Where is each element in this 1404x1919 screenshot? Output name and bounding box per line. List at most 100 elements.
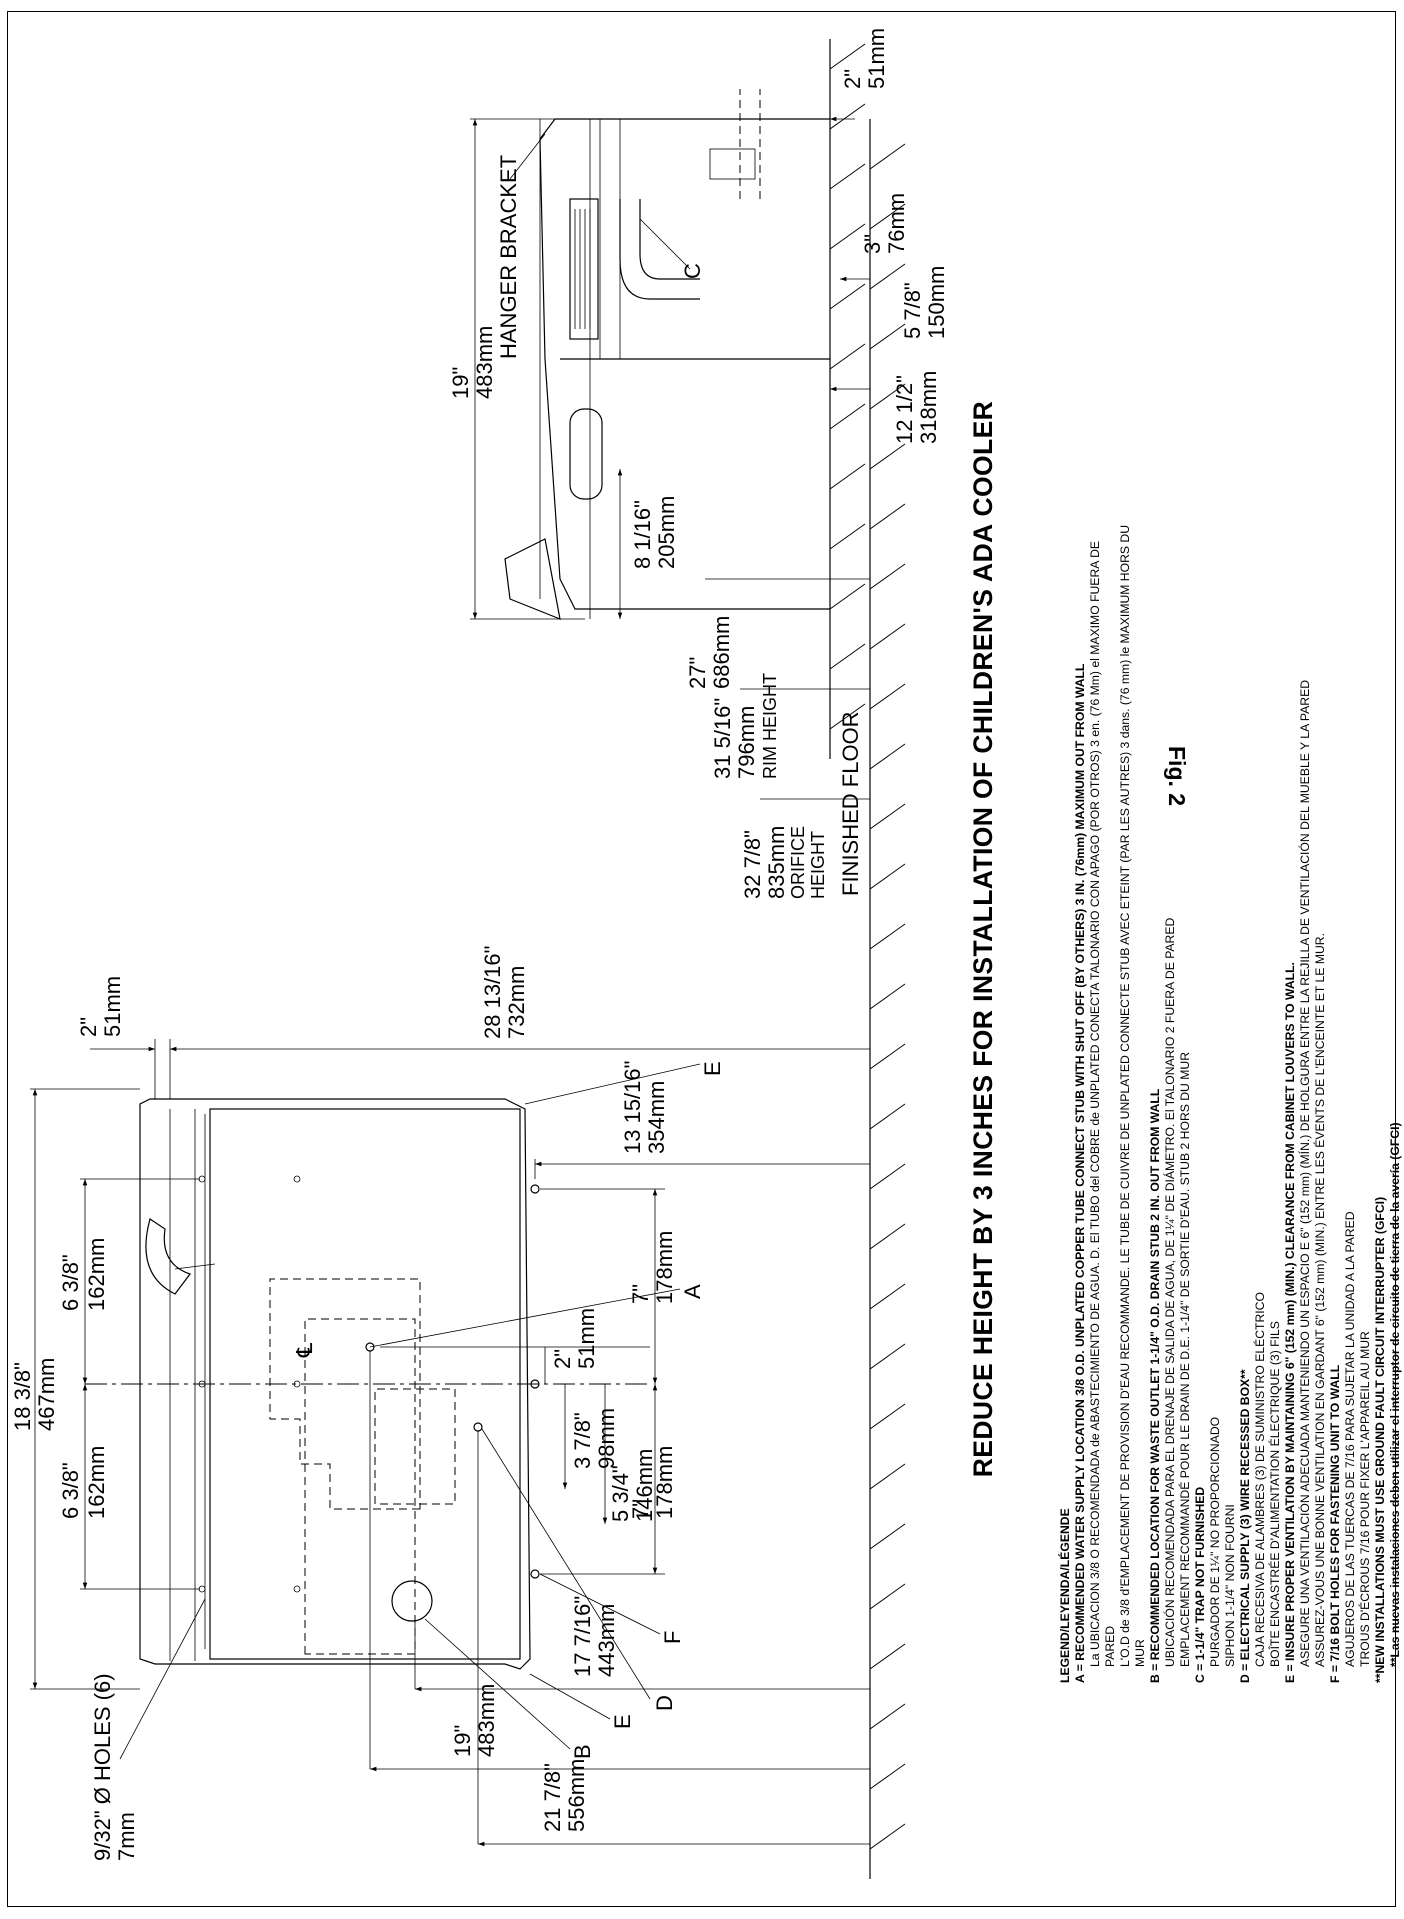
trap-c [619,199,700,300]
legend-line: L'O.D de 3/8 d'EMPLACEMENT DE PROVISION … [1118,524,1132,1667]
legend-line: **NEW INSTALLATIONS MUST USE GROUND FAUL… [1373,1196,1387,1683]
dim-supply-h-in: 19" [450,1725,475,1757]
bolt-hole-f-right [530,1184,540,1194]
dim-pipe-offset-mm: 51mm [864,28,889,89]
dim-unit-width-mm: 467mm [34,1358,59,1431]
callout-e-left: E [610,1714,635,1729]
dim-half-left-mm: 162mm [84,1446,109,1519]
legend-line: MUR [1133,1639,1147,1667]
front-dimensions: 18 3/8" 467mm 6 3/8" 162mm 6 3/8" 162mm … [10,946,870,1861]
hanger-bracket-label: HANGER BRACKET [496,155,521,359]
dim-a-offset-in: 2" [550,1349,575,1369]
dim-box-h-in: 21 7/8" [540,1763,565,1832]
dim-drain-side-mm: 150mm [924,266,949,339]
dim-a-offset-mm: 51mm [574,1308,599,1369]
dim-hole-right-in: 7" [628,1284,653,1304]
legend-line: SIPHON 1-1/4" NON FOURNI [1223,1504,1237,1667]
holes-label: 9/32" Ø HOLES (6) [90,1673,115,1861]
legend-line: TROUS D'ÉCROUS 7/16 POUR FIXER L'APPAREI… [1358,1331,1372,1667]
figure-caption: Fig. 2 [1164,746,1190,807]
dim-pipe-offset-in: 2" [840,69,865,89]
front-cabinet [139,1098,531,1670]
side-cabinet [539,118,830,610]
dim-rim-mm: 796mm [734,706,759,779]
waste-outlet-b [391,1580,433,1622]
dim-half-right-mm: 162mm [84,1238,109,1311]
dim-unit-width-in: 18 3/8" [10,1362,35,1431]
dim-b-offset-in: 3 7/8" [570,1412,595,1469]
dim-top-offset-mm: 51mm [100,976,125,1037]
dim-front-depth-mm: 205mm [654,496,679,569]
dim-bottom-h-mm: 318mm [916,371,941,444]
dim-trap-drop-in: 3" [860,234,885,254]
dim-height-27-in: 27" [685,657,710,689]
legend-line: La UBICACION 3/8 O RECOMENDADA de ABASTE… [1088,540,1102,1667]
callout-d: D [652,1695,677,1711]
bolt-hole-f-left [530,1569,540,1579]
dashed-tank [304,1318,416,1655]
side-bubbler [504,538,561,620]
callout-f: F [660,1631,685,1644]
dashed-electrical-box [374,1388,456,1505]
legend-line: ASSUREZ-VOUS UNE BONNE VENTILATION EN GA… [1313,933,1327,1667]
dim-drain-side-in: 5 7/8" [900,282,925,339]
dim-rim-in: 31 5/16" [710,698,735,779]
legend-line: EMPLACEMENT RECOMMANDÉ POUR LE DRAIN DE … [1178,1051,1192,1667]
front-view: ℄ [85,1098,650,1670]
dim-orifice-in: 32 7/8" [740,830,765,899]
page-frame [7,11,1396,1907]
legend-line: E = INSURE PROPER VENTILATION BY MAINTAI… [1283,962,1297,1683]
dim-hole-height-mm: 354mm [644,1081,669,1154]
callout-a: A [680,1284,705,1299]
dashed-waste-area [269,1278,421,1510]
finished-floor-label: FINISHED FLOOR [838,711,863,896]
dim-d-offset-in: 5 3/4" [608,1465,633,1522]
callout-e-right: E [700,1061,725,1076]
finished-floor-line [869,119,906,1879]
dim-side-width-mm: 483mm [472,326,497,399]
dim-orifice-mm: 835mm [764,826,789,899]
orifice-label: ORIFICE [788,826,808,899]
legend-line: F = 7/16 BOLT HOLES FOR FASTENING UNIT T… [1328,1364,1342,1683]
side-dimensions: 19" 483mm HANGER BRACKET 2" 51mm 3" 76mm… [448,28,949,899]
legend-line: BOÎTE ENCASTRÉE D'ALIMENTATION ÉLECTRIQU… [1268,1321,1282,1667]
legend-line: C = 1-1/4" TRAP NOT FURNISHED [1193,1486,1207,1683]
legend-line: ASEGURE UNA VENTILACIÓN ADECUADA MANTENI… [1298,679,1312,1667]
dim-box-h-mm: 556mm [564,1759,589,1832]
dim-b-offset-mm: 98mm [594,1408,619,1469]
legend-line: LEGEND/LEYENDA/LÉGENDE [1058,1508,1072,1683]
louvers [569,198,599,340]
dim-hole-left-mm: 178mm [652,1446,677,1519]
electric-point-d [473,1422,483,1432]
side-view [504,39,866,759]
dim-side-width-in: 19" [448,367,473,399]
drawing-title: REDUCE HEIGHT BY 3 INCHES FOR INSTALLATI… [968,400,998,1478]
legend-line: D = ELECTRICAL SUPPLY (3) WIRE RECESSED … [1238,1369,1252,1683]
dim-height-27-mm: 686mm [709,616,734,689]
legend-line: AGUJEROS DE LAS TUERCAS DE 7/16 PARA SUJ… [1343,1211,1357,1667]
dim-hole-height-in: 13 15/16" [620,1061,645,1154]
dim-overall-height-in: 28 13/16" [480,946,505,1039]
legend-line: B = RECOMMENDED LOCATION FOR WASTE OUTLE… [1148,1088,1162,1683]
dim-overall-height-mm: 732mm [504,966,529,1039]
dim-half-right-in: 6 3/8" [58,1254,83,1311]
dim-hole-left-in: 7" [628,1499,653,1519]
legend-line: PURGADOR DE 1¼" NO PROPORCIONADO [1208,1416,1222,1667]
push-button [569,408,603,500]
rim-height-label: RIM HEIGHT [760,673,780,779]
legend-line: CAJA RECESIVA DE ALAMBRES (3) DE SUMINIS… [1253,1292,1267,1667]
legend-line: UBICACIÓN RECOMENDADA PARA EL DRENAJE DE… [1163,917,1177,1667]
callout-c: C [680,263,705,279]
height-label: HEIGHT [808,831,828,899]
dim-front-depth-in: 8 1/16" [630,500,655,569]
legend-line: A = RECOMMENDED WATER SUPPLY LOCATION 3/… [1073,663,1087,1683]
legend-line: **Las nuevas instalaciones deben utiliza… [1388,1122,1402,1667]
dim-half-left-in: 6 3/8" [58,1462,83,1519]
dim-top-offset-in: 2" [76,1017,101,1037]
callout-b: B [570,1744,595,1759]
legend-line: PARED [1103,1625,1117,1667]
bubbler-spout [145,1218,191,1295]
